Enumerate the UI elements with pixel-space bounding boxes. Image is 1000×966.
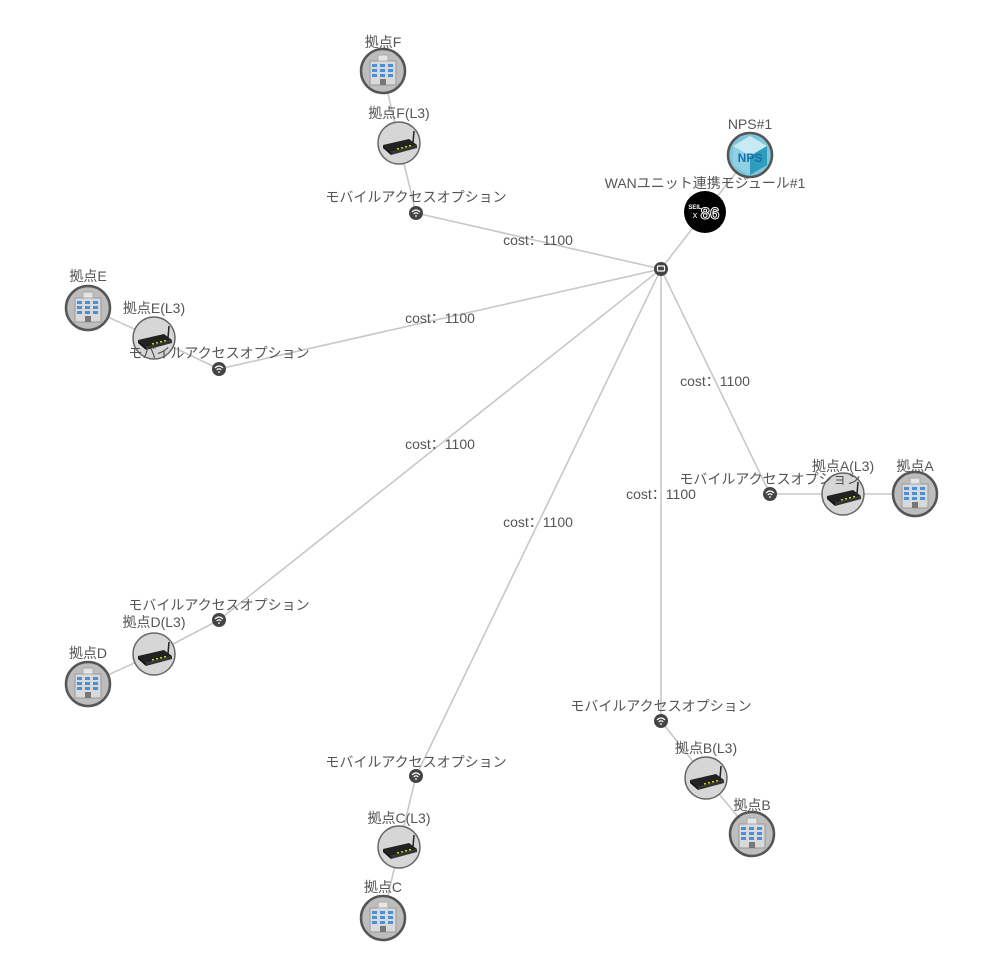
wifi-icon <box>411 772 421 780</box>
site-label-a: 拠点A <box>896 458 934 474</box>
link-hub-mobile-e[interactable] <box>218 268 662 370</box>
site-building-node-a[interactable] <box>891 470 939 518</box>
site-label-d: 拠点D <box>69 645 107 661</box>
mobile-access-label-c: モバイルアクセスオプション <box>325 754 506 770</box>
link-hub-mobile-f[interactable] <box>415 212 662 270</box>
svg-text:SEIL: SEIL <box>688 205 702 211</box>
building-icon <box>74 667 102 699</box>
router-icon <box>827 481 861 506</box>
router-icon <box>138 325 172 350</box>
router-label-b: 拠点B(L3) <box>675 740 737 756</box>
mobile-access-node-c[interactable] <box>409 769 423 783</box>
building-icon <box>74 291 102 323</box>
router-label-f: 拠点F(L3) <box>368 105 429 121</box>
site-label-f: 拠点F <box>365 34 402 50</box>
mobile-access-label-e: モバイルアクセスオプション <box>128 345 309 361</box>
router-node-a[interactable] <box>821 472 865 516</box>
nps-cube-icon: NPS <box>733 136 767 175</box>
cost-label-b: cost：1100 <box>626 486 696 502</box>
router-node-c[interactable] <box>377 825 421 869</box>
router-label-d: 拠点D(L3) <box>122 614 185 630</box>
cost-label-d: cost：1100 <box>405 436 475 452</box>
cost-label-f: cost：1100 <box>503 232 573 248</box>
svg-text:86: 86 <box>701 204 720 223</box>
router-node-e[interactable] <box>132 316 176 360</box>
link-hub-mobile-a[interactable] <box>660 268 771 495</box>
wifi-icon <box>214 616 224 624</box>
hub-switch[interactable] <box>654 262 668 276</box>
building-icon <box>369 901 397 933</box>
building-icon <box>901 477 929 509</box>
link-hub-mobile-d[interactable] <box>218 268 662 621</box>
site-building-node-b[interactable] <box>728 810 776 858</box>
wan-module-label: WANユニット連携モジュール#1 <box>605 175 806 191</box>
router-label-e: 拠点E(L3) <box>123 300 185 316</box>
cost-label-e: cost：1100 <box>405 310 475 326</box>
building-icon <box>369 54 397 86</box>
mobile-access-node-f[interactable] <box>409 206 423 220</box>
router-icon <box>383 130 417 155</box>
site-building-node-e[interactable] <box>64 284 112 332</box>
mobile-access-label-b: モバイルアクセスオプション <box>570 698 751 714</box>
cost-label-c: cost：1100 <box>503 514 573 530</box>
router-node-b[interactable] <box>684 756 728 800</box>
link-hub-mobile-c[interactable] <box>415 268 662 777</box>
mobile-access-label-d: モバイルアクセスオプション <box>128 597 309 613</box>
router-label-a: 拠点A(L3) <box>812 458 874 474</box>
switch-hub-icon <box>656 265 666 272</box>
mobile-access-node-e[interactable] <box>212 362 226 376</box>
site-building-node-f[interactable] <box>359 47 407 95</box>
router-icon <box>138 641 172 666</box>
site-building-node-c[interactable] <box>359 894 407 942</box>
router-label-c: 拠点C(L3) <box>367 810 430 826</box>
nps-label: NPS#1 <box>728 116 773 132</box>
mobile-access-label-f: モバイルアクセスオプション <box>325 189 506 205</box>
nps-node[interactable]: NPS <box>726 131 774 179</box>
router-icon <box>690 765 724 790</box>
site-label-b: 拠点B <box>733 797 770 813</box>
wifi-icon <box>765 490 775 498</box>
router-node-d[interactable] <box>132 632 176 676</box>
wifi-icon <box>411 209 421 217</box>
building-icon <box>738 817 766 849</box>
site-building-node-d[interactable] <box>64 660 112 708</box>
mobile-access-node-b[interactable] <box>654 714 668 728</box>
router-icon <box>383 834 417 859</box>
mobile-access-node-a[interactable] <box>763 487 777 501</box>
cost-label-a: cost：1100 <box>680 373 750 389</box>
site-label-e: 拠点E <box>69 268 106 284</box>
site-label-c: 拠点C <box>364 879 402 895</box>
wifi-icon <box>656 717 666 725</box>
svg-text:x: x <box>693 210 698 220</box>
mobile-access-node-d[interactable] <box>212 613 226 627</box>
wifi-icon <box>214 365 224 373</box>
svg-text:NPS: NPS <box>738 151 763 165</box>
mobile-access-label-a: モバイルアクセスオプション <box>679 471 860 487</box>
router-node-f[interactable] <box>377 121 421 165</box>
